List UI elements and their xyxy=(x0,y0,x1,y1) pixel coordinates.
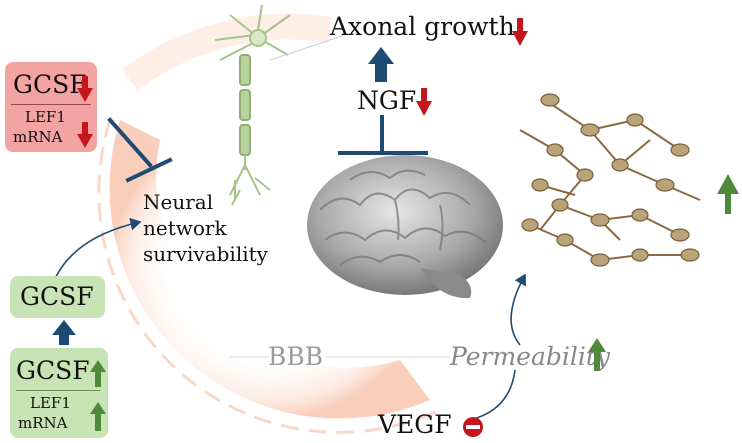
gcsf-label: GCSF xyxy=(16,356,90,385)
gcsf-label: GCSF xyxy=(13,70,87,99)
vegf-label: VEGF xyxy=(378,410,452,439)
vegf-to-permeability-line xyxy=(469,369,516,421)
bbb-label: BBB xyxy=(268,342,324,371)
red-down-arrow-icon xyxy=(77,76,93,102)
ngf-label: NGF xyxy=(357,86,417,115)
red-down-arrow-icon xyxy=(416,88,432,116)
lef1-label: LEF1 xyxy=(30,394,71,412)
neuron-drawing xyxy=(214,4,291,206)
gcsf-label: GCSF xyxy=(20,282,94,311)
red-no-entry-icon xyxy=(463,417,483,437)
mrna-label: mRNA xyxy=(13,128,63,146)
inhibition-bar-icon xyxy=(107,117,173,183)
divider xyxy=(16,390,100,391)
gcsf-box: GCSF xyxy=(10,276,105,318)
mrna-label: mRNA xyxy=(18,414,68,432)
divider xyxy=(11,104,91,105)
green-up-arrow-icon xyxy=(90,402,106,431)
red-down-arrow-icon xyxy=(512,18,528,46)
neural-label-line3: survivability xyxy=(143,242,268,266)
neural-network-drawing xyxy=(519,93,701,267)
neural-label-line1: Neural xyxy=(143,190,214,214)
gcsf-decrease-box: GCSF LEF1 mRNA xyxy=(5,62,97,152)
up-arrow-icon xyxy=(52,320,76,345)
axonal-growth-label: Axonal growth xyxy=(330,12,515,41)
brain-image xyxy=(307,155,503,299)
lef1-label: LEF1 xyxy=(25,108,66,126)
red-down-arrow-icon xyxy=(77,122,93,148)
bbb-arc xyxy=(97,13,450,434)
gcsf-increase-box: GCSF LEF1 mRNA xyxy=(10,348,108,438)
green-up-arrow-icon xyxy=(717,174,739,214)
permeability-to-network-arrow xyxy=(510,273,526,346)
neural-label-line2: network xyxy=(143,216,227,240)
inhibition-bar-icon xyxy=(338,115,428,155)
up-arrow-icon xyxy=(368,47,394,82)
connector-line xyxy=(269,34,346,61)
permeability-label: Permeability xyxy=(450,342,611,371)
green-up-arrow-icon xyxy=(90,360,106,387)
green-up-arrow-icon xyxy=(588,338,606,371)
